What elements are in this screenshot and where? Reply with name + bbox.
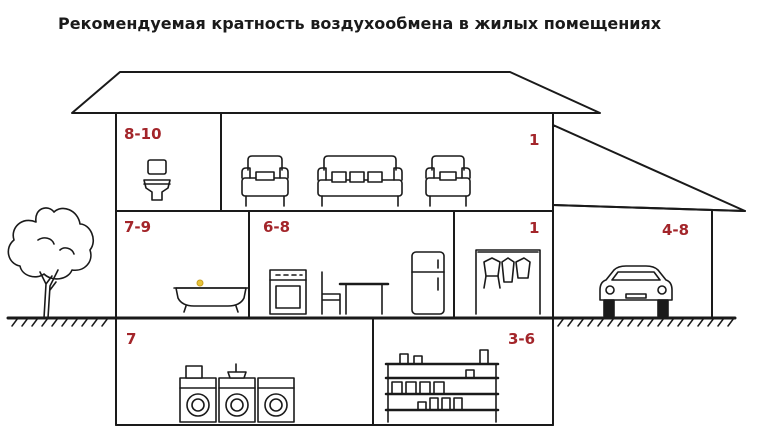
ground-right: [551, 316, 737, 327]
car-icon: [599, 265, 673, 317]
rate-label-kitchen: 6-8: [263, 218, 290, 236]
armchair-icon: [425, 155, 471, 207]
tree-icon: [7, 207, 95, 319]
rate-label-wardrobe: 1: [529, 219, 539, 237]
washing-machine-icon: [179, 365, 217, 423]
washing-machine-icon: [257, 377, 295, 423]
rate-label-bathroom-toilet: 8-10: [124, 125, 162, 143]
bathtub-icon: [173, 279, 249, 313]
main-roof: [71, 71, 601, 114]
toilet-icon: [143, 159, 171, 201]
fridge-icon: [411, 251, 445, 315]
rate-label-living-room: 1: [529, 131, 539, 149]
clothes-rack-icon: [475, 249, 541, 315]
ground-left: [6, 316, 118, 327]
dining-table-icon: [338, 282, 390, 315]
armchair-icon: [241, 155, 289, 207]
garage-roof: [552, 124, 746, 212]
washing-machine-icon: [218, 363, 256, 423]
chair-icon: [321, 271, 341, 315]
rate-label-bathroom-bath: 7-9: [124, 218, 151, 236]
rate-label-storage: 3-6: [508, 330, 535, 348]
rate-label-laundry: 7: [126, 330, 136, 348]
shelves-icon: [384, 349, 500, 423]
sofa-icon: [317, 155, 403, 207]
house-walls: [115, 112, 554, 426]
stove-icon: [269, 269, 307, 315]
rate-label-garage: 4-8: [662, 221, 689, 239]
page-title: Рекомендуемая кратность воздухообмена в …: [58, 14, 662, 33]
